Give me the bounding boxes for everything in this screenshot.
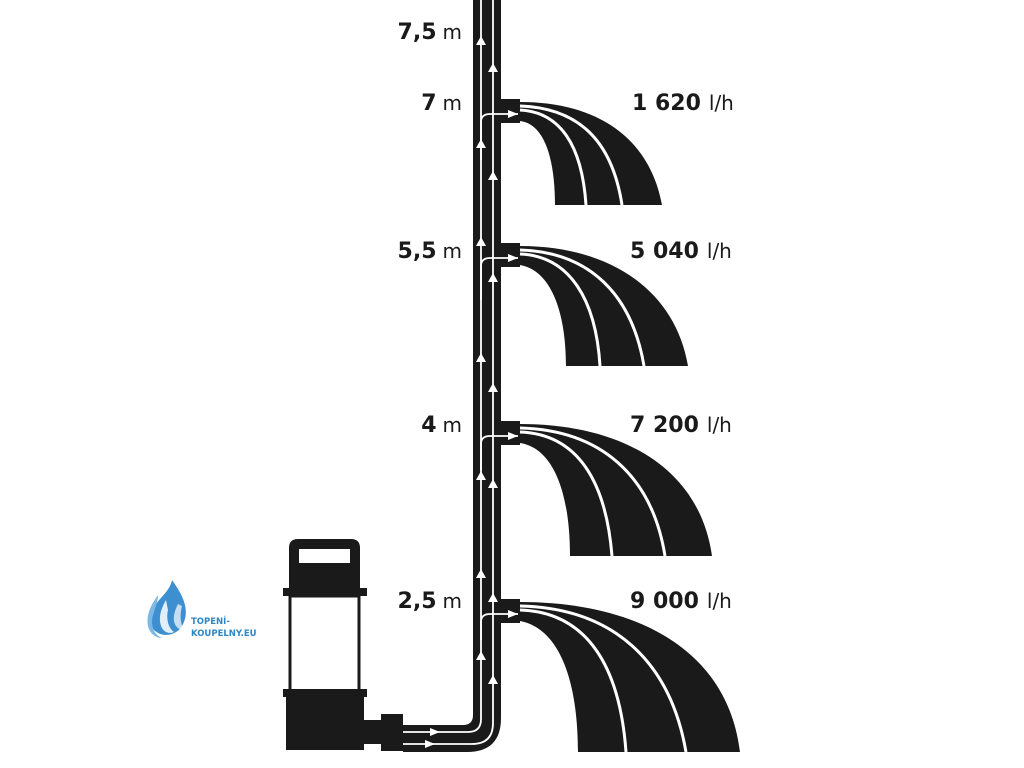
outlet-4m xyxy=(480,421,520,470)
outlet-7m xyxy=(480,99,520,160)
submersible-pump-icon xyxy=(283,539,403,751)
water-jet-2-5m xyxy=(519,602,740,753)
main-pipe xyxy=(403,0,501,752)
logo-text-line1: TOPENÍ- xyxy=(191,615,230,627)
outlet-2-5m xyxy=(480,599,520,640)
water-jet-5-5m xyxy=(519,246,688,367)
logo-text-line2: KOUPELNY.EU xyxy=(191,629,257,639)
water-drop-logo-icon xyxy=(147,580,186,638)
water-jet-7m xyxy=(519,102,662,206)
water-jet-4m xyxy=(519,424,712,557)
outlet-5-5m xyxy=(480,243,520,300)
